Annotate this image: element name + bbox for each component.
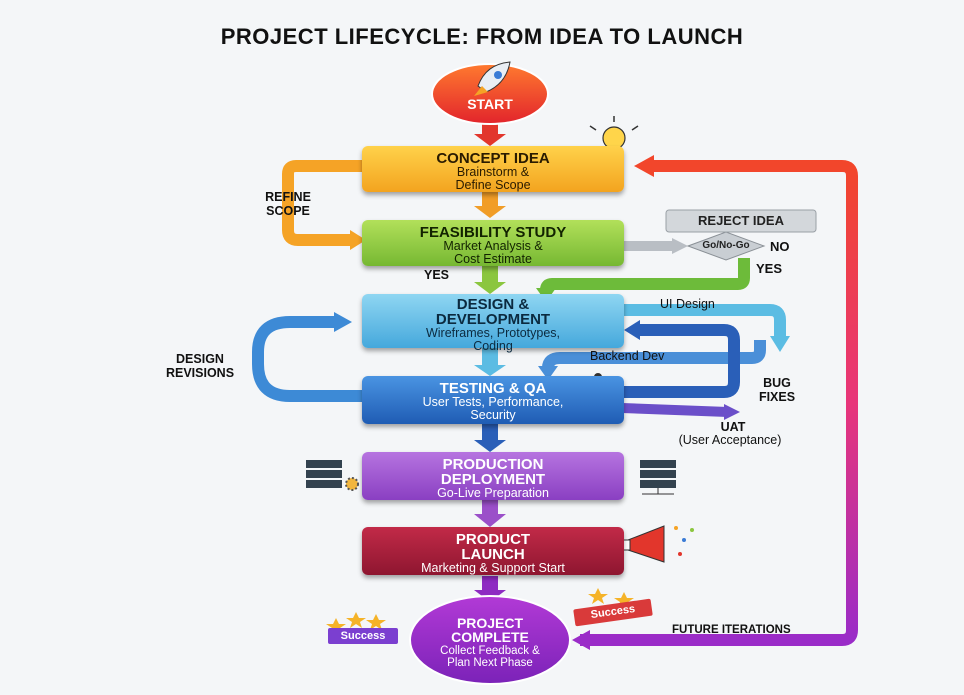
- testing-sub1: User Tests, Performance,: [422, 395, 564, 409]
- yes-label-right: YES: [756, 261, 783, 276]
- backend-dev-arrow: [542, 340, 766, 369]
- design-sub2: Coding: [473, 339, 513, 353]
- product-launch-node: PRODUCT LAUNCH Marketing & Support Start: [362, 527, 624, 575]
- design-revisions-label: DESIGN REVISIONS: [148, 352, 252, 380]
- design-rev-label-1: DESIGN: [176, 352, 224, 366]
- go-no-go-label: Go/No-Go: [702, 240, 750, 251]
- start-node: [431, 63, 549, 125]
- reject-idea-box: [665, 209, 817, 233]
- design-revisions-arrow: [252, 316, 362, 402]
- production-sub: Go-Live Preparation: [437, 486, 549, 500]
- spine-arrows: [474, 118, 506, 602]
- megaphone-icon: [619, 525, 694, 563]
- bug-fixes-label: BUG FIXES: [752, 376, 802, 404]
- ui-design-label: UI Design: [660, 297, 715, 311]
- server-icon: [306, 460, 359, 491]
- stars-icon: [588, 588, 634, 608]
- rocket-icon: [474, 61, 511, 96]
- backend-dev-label: Backend Dev: [590, 349, 665, 363]
- page-title: PROJECT LIFECYCLE: FROM IDEA TO LAUNCH: [220, 24, 744, 49]
- production-title1: PRODUCTION: [442, 456, 544, 473]
- refine-label-1: REFINE: [265, 190, 311, 204]
- future-iterations-arrow: [580, 160, 858, 646]
- server-icon: [640, 460, 676, 495]
- refine-scope-label: REFINE SCOPE: [258, 190, 318, 218]
- complete-title1: PROJECT: [456, 615, 524, 631]
- design-development-node: DESIGN & DEVELOPMENT Wireframes, Prototy…: [362, 294, 624, 353]
- feasibility-sub2: Cost Estimate: [454, 252, 532, 266]
- reject-idea-label: REJECT IDEA: [698, 213, 784, 228]
- ui-design-arrow: [622, 304, 786, 338]
- bug-label-1: BUG: [763, 376, 791, 390]
- uat-arrow: [621, 403, 729, 417]
- yes-arrow: [540, 258, 750, 291]
- project-complete-text: PROJECT COMPLETE Collect Feedback & Plan…: [410, 616, 570, 669]
- launch-sub: Marketing & Support Start: [421, 561, 565, 575]
- production-title2: DEPLOYMENT: [440, 471, 546, 488]
- bug-label-2: FIXES: [758, 390, 796, 404]
- complete-sub1: Collect Feedback &: [440, 645, 540, 657]
- design-rev-label-2: REVISIONS: [165, 366, 235, 380]
- complete-title2: COMPLETE: [451, 629, 529, 645]
- launch-title2: LAUNCH: [461, 546, 525, 563]
- concept-sub2: Define Scope: [455, 178, 531, 192]
- concept-title: CONCEPT IDEA: [436, 150, 550, 167]
- testing-qa-node: TESTING & QA User Tests, Performance, Se…: [362, 376, 624, 424]
- uat-sublabel: (User Acceptance): [678, 433, 782, 447]
- testing-title: TESTING & QA: [439, 380, 547, 397]
- success-banner: Success: [328, 628, 398, 644]
- concept-sub1: Brainstorm &: [456, 165, 530, 179]
- design-sub1: Wireframes, Prototypes,: [425, 326, 561, 340]
- go-no-go-diamond: [686, 231, 766, 261]
- testing-sub2: Security: [470, 408, 516, 422]
- feasibility-study-node: FEASIBILITY STUDY Market Analysis & Cost…: [362, 220, 624, 266]
- launch-title1: PRODUCT: [455, 531, 531, 548]
- start-label: START: [467, 96, 513, 112]
- project-complete-node: [409, 595, 571, 685]
- design-title1: DESIGN &: [456, 296, 530, 313]
- no-label: NO: [770, 239, 790, 254]
- feasibility-title: FEASIBILITY STUDY: [419, 224, 567, 241]
- future-iterations-label: FUTURE ITERATIONS: [672, 624, 791, 636]
- refine-scope-arrow: [282, 160, 362, 246]
- design-title2: DEVELOPMENT: [435, 311, 551, 328]
- feasibility-sub1: Market Analysis &: [443, 239, 543, 253]
- stars-icon: [326, 612, 386, 634]
- refine-label-2: SCOPE: [266, 204, 310, 218]
- production-deployment-node: PRODUCTION DEPLOYMENT Go-Live Preparatio…: [362, 452, 624, 500]
- concept-idea-node: CONCEPT IDEA Brainstorm & Define Scope: [362, 146, 624, 192]
- yes-label-left: YES: [424, 268, 450, 282]
- bug-fixes-arrow: [622, 324, 740, 398]
- uat-label: UAT: [720, 420, 746, 434]
- complete-sub2: Plan Next Phase: [447, 657, 533, 669]
